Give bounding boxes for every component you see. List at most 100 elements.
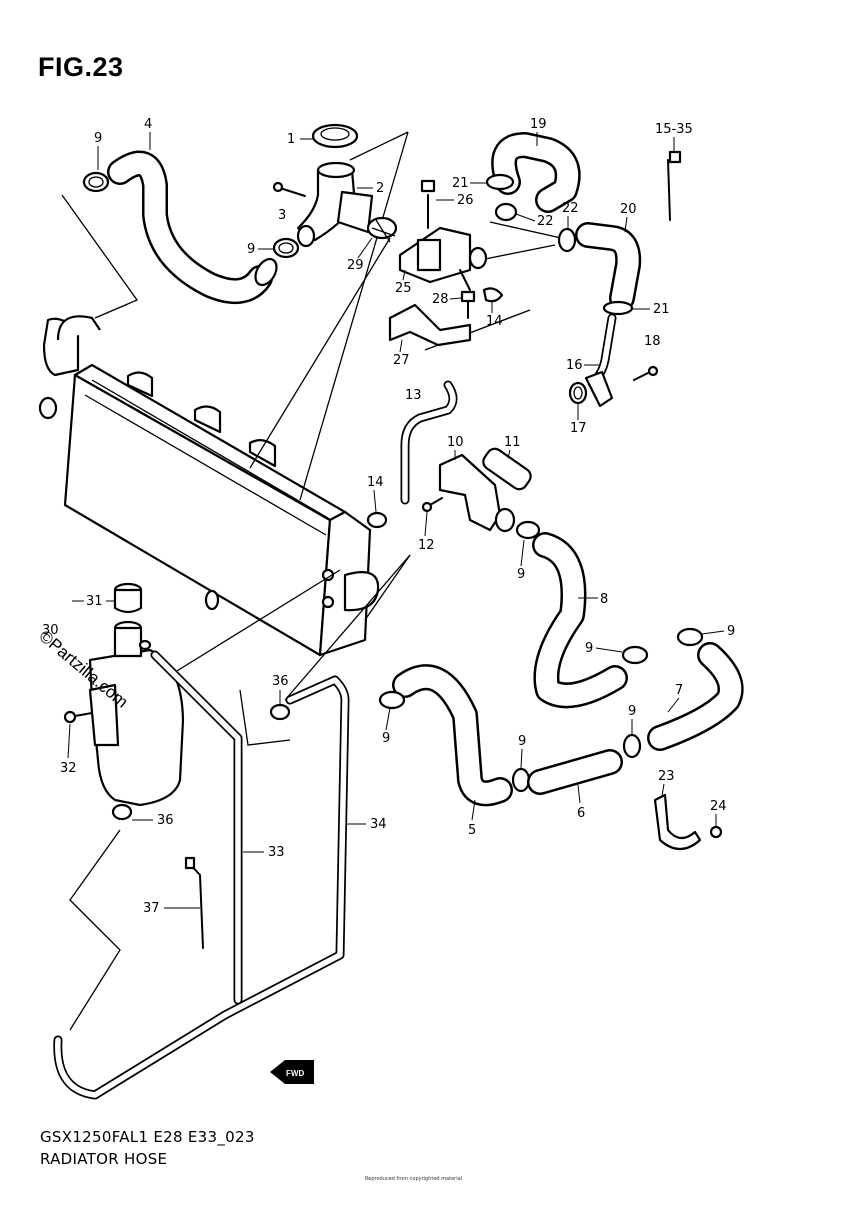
hose-clamp-9-c: [515, 520, 541, 540]
hose-5: [392, 664, 513, 807]
radiator-core: [38, 315, 380, 657]
hose-clamp-9-g: [511, 767, 531, 793]
hose-clamp-9-a: [82, 171, 110, 193]
clamp-22-a: [494, 202, 518, 222]
section-name: RADIATOR HOSE: [40, 1150, 168, 1168]
pipe-13: [400, 380, 458, 505]
callout-29: 29: [347, 258, 364, 273]
callout-9-c: 9: [517, 567, 525, 582]
callout-3: 3: [278, 208, 286, 223]
fitting-10: [438, 453, 516, 533]
callout-9-a: 9: [94, 131, 102, 146]
callout-36-b: 36: [157, 813, 174, 828]
callout-34: 34: [370, 817, 387, 832]
gasket-11: [482, 447, 532, 491]
callout-17: 17: [570, 421, 587, 436]
callout-9-h: 9: [628, 704, 636, 719]
housing-25: [398, 179, 488, 291]
callout-26: 26: [457, 193, 474, 208]
clamp-22-b: [557, 227, 577, 253]
hose-clamp-9-f: [378, 690, 406, 710]
callout-20: 20: [620, 202, 637, 217]
callout-28: 28: [432, 292, 449, 307]
callout-23: 23: [658, 769, 675, 784]
callout-12: 12: [418, 538, 435, 553]
pipe-6: [527, 749, 623, 795]
thermostat-29: [366, 216, 398, 243]
hose-clamp-21-b: [602, 300, 634, 316]
hose-clamp-21-a: [485, 173, 515, 191]
hose-34: [53, 675, 350, 1100]
callout-5: 5: [468, 823, 476, 838]
clamp-14-a: [366, 511, 388, 529]
hose-33: [150, 650, 243, 1005]
callout-6: 6: [577, 806, 585, 821]
figure-title: FIG.23: [38, 52, 124, 82]
hose-20: [575, 222, 642, 311]
band-37: [184, 856, 204, 949]
cap-1: [311, 123, 359, 149]
callout-16: 16: [566, 358, 583, 373]
callout-24: 24: [710, 799, 727, 814]
forward-arrow: FWD: [270, 1060, 314, 1084]
callout-25: 25: [395, 281, 412, 296]
callout-14-a: 14: [367, 475, 384, 490]
callout-37: 37: [143, 901, 160, 916]
footer-tiny-text: Reproduced from copyrighted material: [365, 1176, 462, 1182]
hose-clamp-9-h: [622, 733, 642, 759]
callout-33: 33: [268, 845, 285, 860]
hose-4: [107, 150, 278, 305]
callout-labels: 1 2 3 4 5 6 7 8 9 9 9 9 9 9 9 9 10 11 12: [42, 117, 735, 916]
clamp-14-b: [482, 287, 504, 303]
callout-8: 8: [600, 592, 608, 607]
callout-22-a: 22: [537, 214, 554, 229]
callout-1: 1: [287, 132, 295, 147]
bolt-3: [272, 181, 306, 197]
hose-8: [532, 532, 628, 709]
callout-9-b: 9: [247, 242, 255, 257]
callout-27: 27: [393, 353, 410, 368]
callout-7: 7: [675, 683, 683, 698]
hose-7: [647, 642, 744, 751]
callout-22-b: 22: [562, 201, 579, 216]
bracket-27: [388, 303, 472, 347]
callout-9-f: 9: [382, 731, 390, 746]
clamp-36-b: [111, 803, 133, 821]
callout-21-a: 21: [452, 176, 469, 191]
callout-15-35: 15-35: [655, 122, 693, 137]
callout-36-a: 36: [272, 674, 289, 689]
callout-21-b: 21: [653, 302, 670, 317]
callout-32: 32: [60, 761, 77, 776]
clamp-36-a: [269, 703, 291, 721]
callout-19: 19: [530, 117, 547, 132]
callout-9-e: 9: [727, 624, 735, 639]
callout-9-d: 9: [585, 641, 593, 656]
callout-31: 31: [86, 594, 103, 609]
callout-9-g: 9: [518, 734, 526, 749]
callout-2: 2: [376, 181, 384, 196]
callout-11: 11: [504, 435, 521, 450]
reference-lines: [61, 131, 571, 1031]
callout-14-b: 14: [486, 314, 503, 329]
hose-clamp-9-d: [621, 645, 649, 665]
hose-clamp-9-e: [676, 627, 704, 647]
o-ring-17: [568, 381, 588, 405]
bracket-23: [653, 793, 702, 851]
bolt-24: [709, 825, 723, 839]
bolt-28: [460, 290, 476, 319]
pipe-16: [584, 313, 617, 408]
clamp-15: [667, 150, 682, 221]
bolt-18: [633, 365, 659, 381]
callout-13: 13: [405, 388, 422, 403]
cap-31: [113, 582, 143, 614]
bolt-32: [63, 710, 93, 724]
bolt-12: [421, 497, 443, 513]
svg-text:FWD: FWD: [286, 1069, 304, 1078]
hose-clamp-9-b: [272, 237, 300, 259]
hose-19: [491, 132, 581, 213]
thermostat-case-2: [296, 161, 374, 248]
callout-18: 18: [644, 334, 661, 349]
callout-10: 10: [447, 435, 464, 450]
